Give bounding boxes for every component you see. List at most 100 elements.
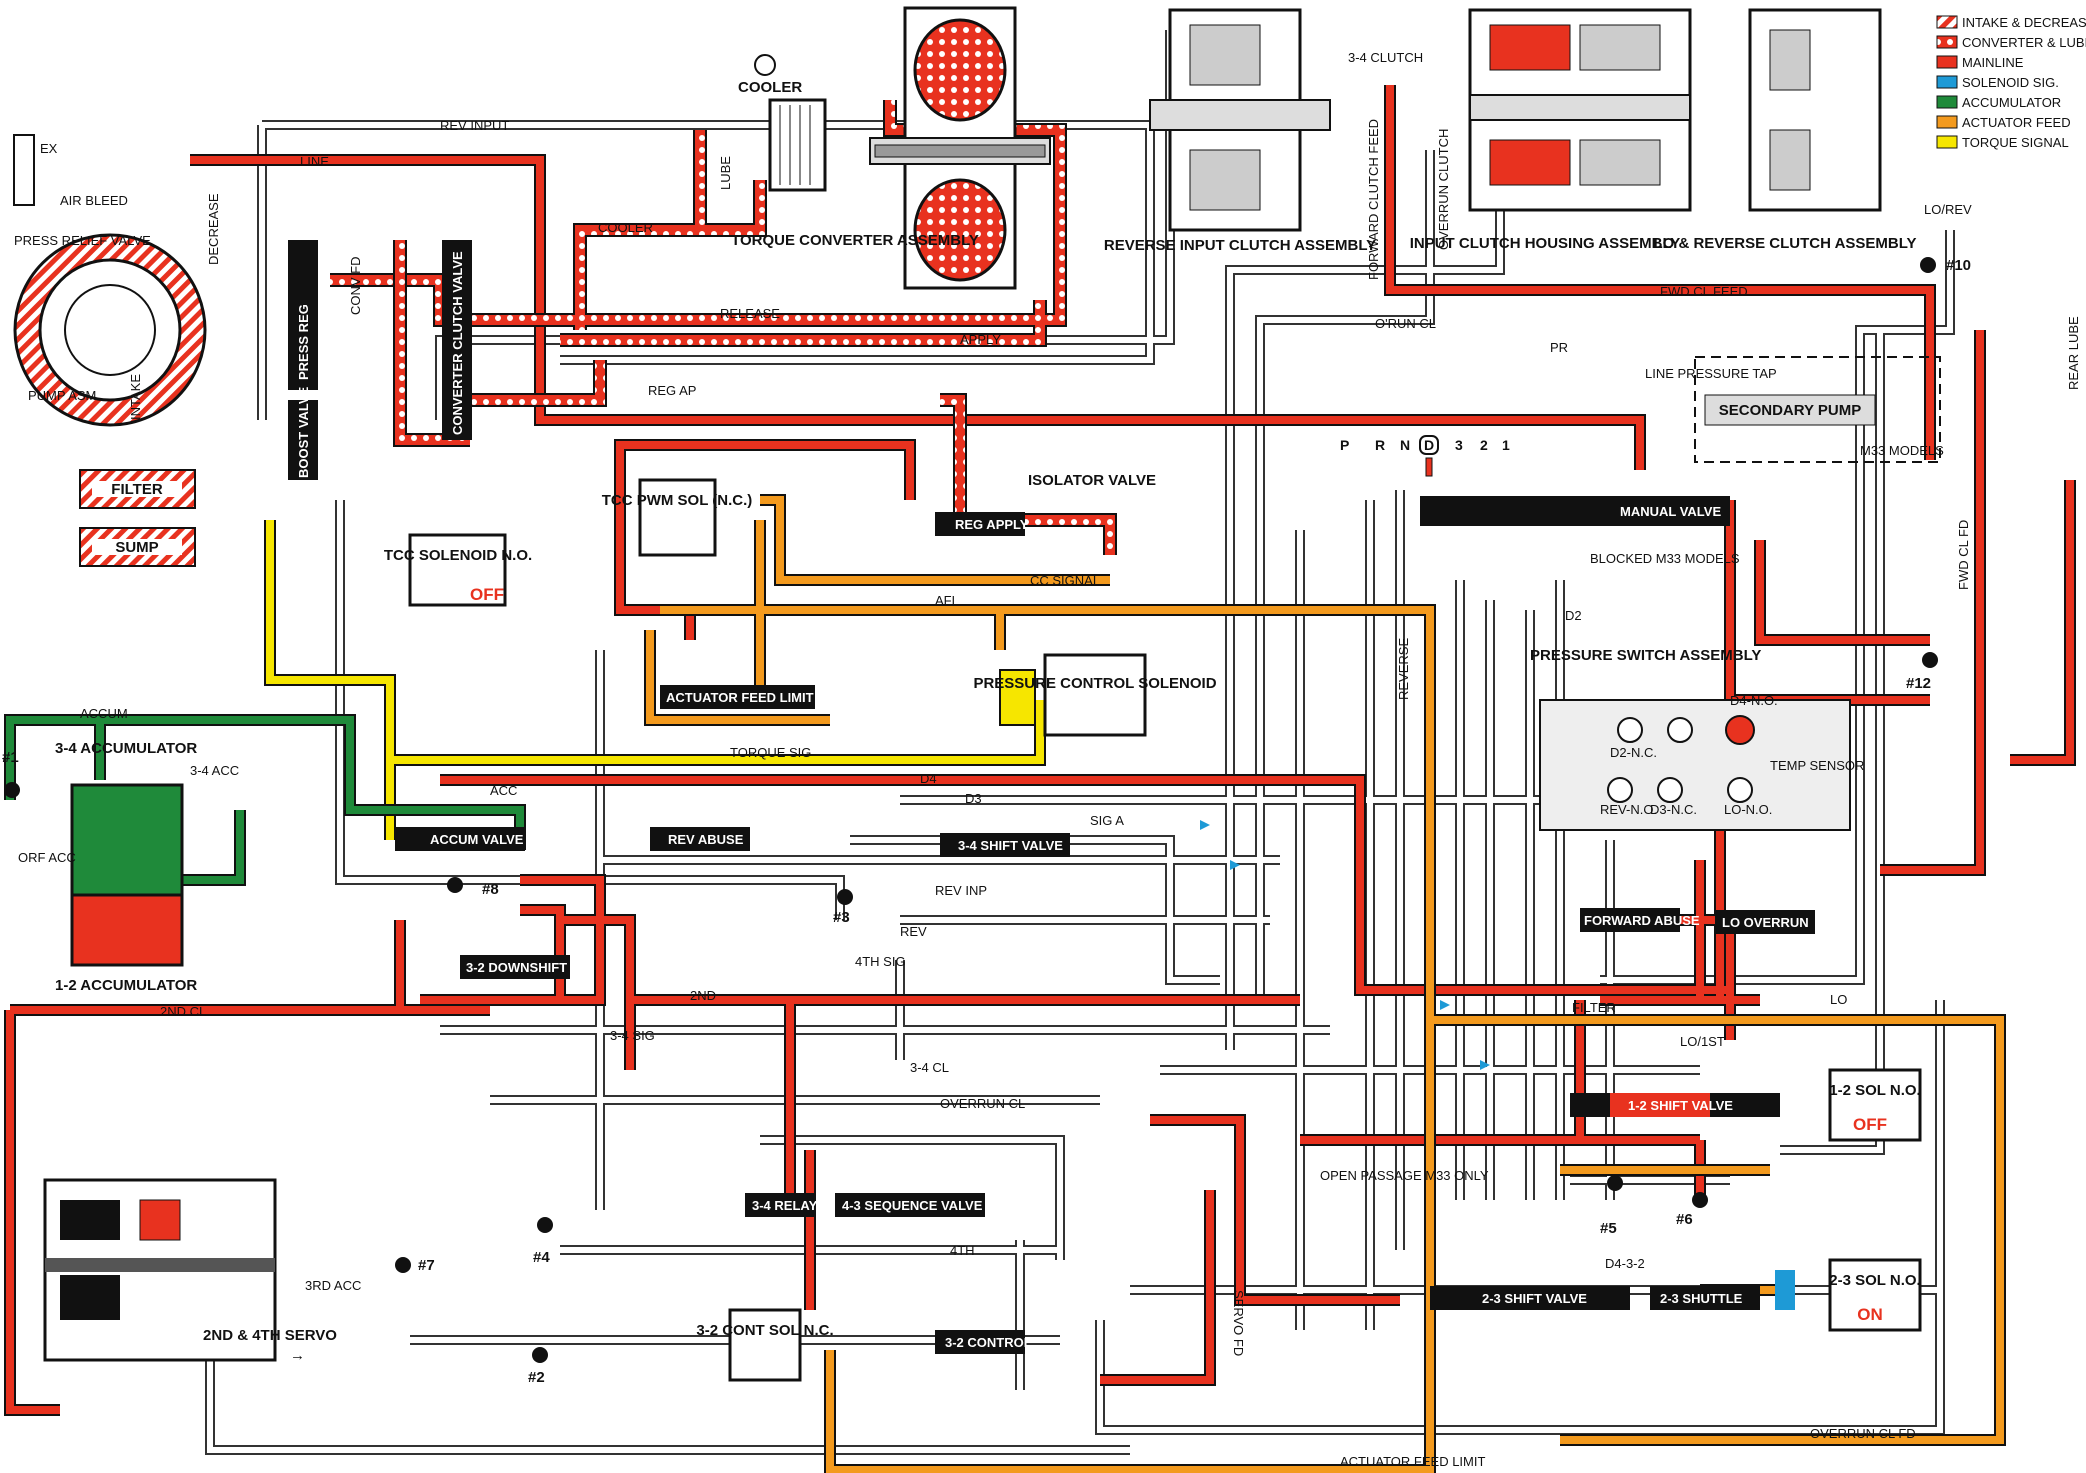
servo: 2ND & 4TH SERVO → bbox=[43, 1178, 337, 1364]
pump-assembly: FILTER SUMP PUMP ASM. PRESS RELIEF VALVE bbox=[13, 134, 207, 567]
accumulators: 3-4 ACCUMULATOR 1-2 ACCUMULATOR bbox=[55, 740, 197, 994]
svg-text:ACCUMULATOR: ACCUMULATOR bbox=[1962, 95, 2061, 110]
legend-item: MAINLINE bbox=[1936, 55, 2024, 70]
svg-text:RELEASE: RELEASE bbox=[720, 306, 780, 321]
svg-text:AFL: AFL bbox=[935, 593, 959, 608]
svg-text:LINE: LINE bbox=[300, 154, 329, 169]
svg-text:#4: #4 bbox=[533, 1249, 550, 1266]
switch-label: D2-N.C. bbox=[1610, 745, 1657, 760]
sol-12-state: OFF bbox=[1853, 1115, 1887, 1134]
svg-text:1-2 SHIFT VALVE: 1-2 SHIFT VALVE bbox=[1628, 1098, 1733, 1113]
svg-text:#1: #1 bbox=[2, 749, 19, 766]
checkball: #5 bbox=[1600, 1175, 1623, 1237]
switch-label: REV-N.O. bbox=[1600, 802, 1657, 817]
sol-23: 2-3 SOL N.O. ON bbox=[1828, 1258, 1922, 1332]
svg-text:INTAKE & DECREASE: INTAKE & DECREASE bbox=[1962, 15, 2086, 30]
secondary-pump-label: SECONDARY PUMP bbox=[1719, 402, 1862, 419]
svg-text:LUBE: LUBE bbox=[718, 156, 733, 190]
svg-text:N: N bbox=[1400, 437, 1410, 453]
valve-accum: ACCUM VALVE bbox=[395, 827, 525, 851]
switch-label: LO-N.O. bbox=[1724, 802, 1772, 817]
legend-item: CONVERTER & LUBE bbox=[1936, 35, 2086, 50]
svg-text:3-2 DOWNSHIFT: 3-2 DOWNSHIFT bbox=[466, 960, 567, 975]
valve-lo-overrun: LO OVERRUN bbox=[1715, 910, 1815, 934]
checkball: #8 bbox=[447, 877, 499, 898]
filter-label: FILTER bbox=[111, 481, 163, 498]
svg-text:MAINLINE: MAINLINE bbox=[1962, 55, 2024, 70]
svg-text:OVERRUN CLUTCH: OVERRUN CLUTCH bbox=[1436, 129, 1451, 250]
valve-32-downshift: 3-2 DOWNSHIFT bbox=[460, 955, 570, 979]
checkballs: #1 #2 #3 #4 #5 #6 #7 #8 #10 #12 bbox=[2, 257, 1971, 1386]
pressure-control-solenoid: PRESSURE CONTROL SOLENOID bbox=[973, 653, 1217, 737]
svg-text:3-4 RELAY: 3-4 RELAY bbox=[752, 1198, 818, 1213]
checkball: #10 bbox=[1920, 257, 1971, 274]
cont-32-solenoid: 3-2 CONT SOL N.C. bbox=[696, 1308, 834, 1382]
tcc-solenoid: TCC SOLENOID N.O. OFF bbox=[384, 533, 532, 607]
svg-text:D4: D4 bbox=[920, 771, 937, 786]
svg-text:LO/REV: LO/REV bbox=[1924, 202, 1972, 217]
checkball: #1 bbox=[2, 749, 20, 798]
svg-text:COOLER: COOLER bbox=[598, 220, 653, 235]
svg-text:CONVERTER & LUBE: CONVERTER & LUBE bbox=[1962, 35, 2086, 50]
svg-text:#7: #7 bbox=[418, 1257, 435, 1274]
cooler: COOLER bbox=[738, 54, 827, 192]
pressure-control-label: PRESSURE CONTROL SOLENOID bbox=[973, 675, 1216, 692]
legend-item: ACTUATOR FEED bbox=[1936, 115, 2071, 130]
valve-34-shift: 3-4 SHIFT VALVE bbox=[940, 833, 1070, 857]
svg-text:REV INPUT: REV INPUT bbox=[440, 118, 509, 133]
sol-23-state: ON bbox=[1857, 1305, 1883, 1324]
tcc-pwm-solenoid: TCC PWM SOL (N.C.) bbox=[602, 478, 752, 557]
svg-text:REV INP: REV INP bbox=[935, 883, 987, 898]
checkball: #7 bbox=[395, 1257, 435, 1274]
svg-text:D4-3-2: D4-3-2 bbox=[1605, 1256, 1645, 1271]
svg-text:REAR LUBE: REAR LUBE bbox=[2066, 316, 2081, 390]
svg-text:REVERSE: REVERSE bbox=[1396, 638, 1411, 700]
valves: PRESS REG BOOST VALVE CONVERTER CLUTCH V… bbox=[288, 240, 1815, 1354]
svg-text:3-4 SIG: 3-4 SIG bbox=[610, 1028, 655, 1043]
checkball: #12 bbox=[1906, 652, 1938, 692]
svg-text:CC SIGNAL: CC SIGNAL bbox=[1030, 573, 1100, 588]
svg-text:3RD ACC: 3RD ACC bbox=[305, 1278, 361, 1293]
cooler-label: COOLER bbox=[738, 79, 802, 96]
svg-text:3-4 SHIFT VALVE: 3-4 SHIFT VALVE bbox=[958, 838, 1063, 853]
svg-text:TORQUE SIG: TORQUE SIG bbox=[730, 745, 811, 760]
torque-converter: TORQUE CONVERTER ASSEMBLY bbox=[731, 6, 1051, 290]
valve-43-sequence: 4-3 SEQUENCE VALVE bbox=[835, 1193, 985, 1217]
svg-text:LO/1ST: LO/1ST bbox=[1680, 1034, 1725, 1049]
input-clutch-label: INPUT CLUTCH HOUSING ASSEMBLY bbox=[1410, 235, 1681, 252]
svg-text:BOOST VALVE: BOOST VALVE bbox=[296, 386, 311, 478]
svg-text:3-4 CL: 3-4 CL bbox=[910, 1060, 949, 1075]
legend-item: TORQUE SIGNAL bbox=[1936, 135, 2069, 150]
valve-32-control: 3-2 CONTROL bbox=[935, 1330, 1032, 1354]
valve-manual: MANUAL VALVE bbox=[1420, 496, 1730, 526]
sump-label: SUMP bbox=[115, 539, 158, 556]
servo-arrow-icon: → bbox=[290, 1347, 305, 1364]
svg-text:TORQUE SIGNAL: TORQUE SIGNAL bbox=[1962, 135, 2069, 150]
svg-text:D2: D2 bbox=[1565, 608, 1582, 623]
valve-converter-clutch: CONVERTER CLUTCH VALVE bbox=[442, 240, 472, 440]
svg-text:ACTUATOR FEED LIMIT: ACTUATOR FEED LIMIT bbox=[666, 690, 814, 705]
solenoid-signal-markers bbox=[1200, 820, 1795, 1310]
svg-text:1-2 SOL N.O.: 1-2 SOL N.O. bbox=[1829, 1082, 1920, 1099]
reverse-input-clutch: REVERSE INPUT CLUTCH ASSEMBLY bbox=[1104, 8, 1376, 254]
svg-text:FORWARD ABUSE: FORWARD ABUSE bbox=[1584, 913, 1700, 928]
pressure-switch-label: PRESSURE SWITCH ASSEMBLY bbox=[1530, 647, 1761, 664]
svg-text:#2: #2 bbox=[528, 1369, 545, 1386]
input-clutch-housing: INPUT CLUTCH HOUSING ASSEMBLY bbox=[1410, 8, 1692, 252]
svg-text:FWD CL FEED: FWD CL FEED bbox=[1660, 284, 1748, 299]
svg-text:DECREASE: DECREASE bbox=[206, 193, 221, 265]
svg-text:APPLY: APPLY bbox=[960, 332, 1001, 347]
svg-text:PR: PR bbox=[1550, 340, 1568, 355]
svg-text:BLOCKED M33 MODELS: BLOCKED M33 MODELS bbox=[1590, 551, 1740, 566]
legend-item: ACCUMULATOR bbox=[1936, 95, 2061, 110]
svg-text:SERVO FD: SERVO FD bbox=[1231, 1290, 1246, 1356]
gear-selector: P R N D 3 2 1 bbox=[1340, 435, 1510, 477]
valve-reg-apply: REG APPLY bbox=[935, 512, 1029, 536]
pump-label: PUMP ASM. bbox=[28, 388, 100, 403]
svg-text:OVERRUN CL FD: OVERRUN CL FD bbox=[1810, 1426, 1916, 1441]
secondary-pump: SECONDARY PUMP M33 MODELS bbox=[1694, 356, 1944, 463]
selected-gear: D bbox=[1424, 437, 1434, 453]
valve-forward-abuse: FORWARD ABUSE bbox=[1580, 908, 1700, 932]
svg-text:REV ABUSE: REV ABUSE bbox=[668, 832, 744, 847]
svg-text:CONVERTER CLUTCH VALVE: CONVERTER CLUTCH VALVE bbox=[450, 251, 465, 435]
